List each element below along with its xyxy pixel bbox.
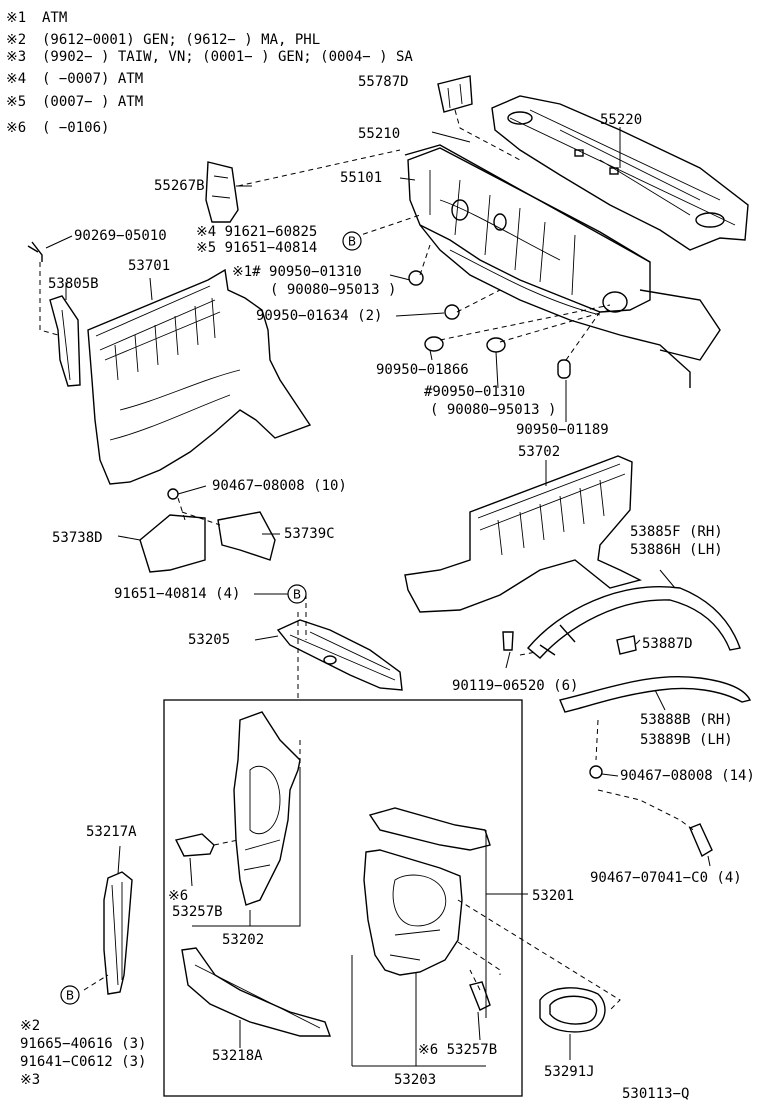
note-6-mark: ※6 xyxy=(6,120,26,136)
ref-b-1: B xyxy=(348,235,356,249)
label-90119: 90119−06520 (6) xyxy=(452,678,578,694)
label-90950-01634: 90950−01634 (2) xyxy=(256,308,382,324)
label-90950-01310-a: ※1# 90950−01310 xyxy=(232,264,362,280)
label-53291j: 53291J xyxy=(544,1064,595,1080)
note-2-text: (9612−0001) GEN; (9612− ) MA, PHL xyxy=(42,32,320,48)
label-90467-b: 90467−08008 (14) xyxy=(620,768,755,784)
ref-b-3: B xyxy=(66,989,74,1003)
notes-block: ※1 ATM ※2 (9612−0001) GEN; (9612− ) MA, … xyxy=(6,10,413,136)
apron-lh-drawing xyxy=(27,241,312,573)
label-55220: 55220 xyxy=(600,112,642,128)
part-labels: 55787D 55220 55210 55101 55267B 90269−05… xyxy=(20,74,755,1102)
note-6-text: ( −0106) xyxy=(42,120,109,136)
label-90950-01189: 90950−01189 xyxy=(516,422,609,438)
label-53217a: 53217A xyxy=(86,824,137,840)
radiator-support-drawing xyxy=(103,711,606,1037)
label-91665-mark: ※2 xyxy=(20,1018,40,1034)
label-55787d: 55787D xyxy=(358,74,409,90)
label-53205: 53205 xyxy=(188,632,230,648)
label-91651-b: 91651−40814 (4) xyxy=(114,586,240,602)
dashed-install-lines xyxy=(39,109,697,1011)
note-1-text: ATM xyxy=(42,10,67,26)
note-4-mark: ※4 xyxy=(6,71,26,87)
label-90950-01310-b: #90950−01310 xyxy=(424,384,525,400)
note-3-mark: ※3 xyxy=(6,49,26,65)
label-91641: 91641−C0612 (3) xyxy=(20,1054,146,1070)
label-53257b-b: ※6 53257B xyxy=(418,1042,497,1058)
label-91651-a: ※5 91651−40814 xyxy=(196,240,317,256)
label-53886h: 53886H (LH) xyxy=(630,542,723,558)
label-53887d: 53887D xyxy=(642,636,693,652)
note-1-mark: ※1 xyxy=(6,10,26,26)
note-5-text: (0007− ) ATM xyxy=(42,94,143,110)
label-90269: 90269−05010 xyxy=(74,228,167,244)
label-91665: 91665−40616 (3) xyxy=(20,1036,146,1052)
label-55210: 55210 xyxy=(358,126,400,142)
label-53257b-a-mark: ※6 xyxy=(168,888,188,904)
label-90950-01866: 90950−01866 xyxy=(376,362,469,378)
label-55267b: 55267B xyxy=(154,178,205,194)
label-53889b: 53889B (LH) xyxy=(640,732,733,748)
ref-circles: B B B xyxy=(60,231,362,1005)
label-53257b-a: 53257B xyxy=(172,904,223,920)
radiator-support-box xyxy=(163,699,523,1097)
note-2-mark: ※2 xyxy=(6,32,26,48)
label-53739c: 53739C xyxy=(284,526,335,542)
crossmember-drawing xyxy=(276,619,403,691)
apron-rh-drawing xyxy=(404,455,752,858)
ref-b-2: B xyxy=(293,588,301,602)
dash-panel-drawing xyxy=(205,75,749,388)
label-53702: 53702 xyxy=(518,444,560,460)
note-5-mark: ※5 xyxy=(6,94,26,110)
label-90467-a: 90467−08008 (10) xyxy=(212,478,347,494)
label-53701: 53701 xyxy=(128,258,170,274)
label-53885f: 53885F (RH) xyxy=(630,524,723,540)
leader-lines xyxy=(45,127,711,1067)
label-91641-mark: ※3 xyxy=(20,1072,40,1088)
diagram-id: 530113−Q xyxy=(622,1086,689,1102)
label-53218a: 53218A xyxy=(212,1048,263,1064)
label-90467-c: 90467−07041−C0 (4) xyxy=(590,870,742,886)
label-55101: 55101 xyxy=(340,170,382,186)
label-53202: 53202 xyxy=(222,932,264,948)
label-53201: 53201 xyxy=(532,888,574,904)
label-53805b: 53805B xyxy=(48,276,99,292)
label-91621: ※4 91621−60825 xyxy=(196,224,317,240)
note-4-text: ( −0007) ATM xyxy=(42,71,143,87)
label-53738d: 53738D xyxy=(52,530,103,546)
label-90080-b: ( 90080−95013 ) xyxy=(430,402,556,418)
note-3-text: (9902− ) TAIW, VN; (0001− ) GEN; (0004− … xyxy=(42,49,413,65)
label-53888b: 53888B (RH) xyxy=(640,712,733,728)
label-90080-a: ( 90080−95013 ) xyxy=(270,282,396,298)
label-53203: 53203 xyxy=(394,1072,436,1088)
